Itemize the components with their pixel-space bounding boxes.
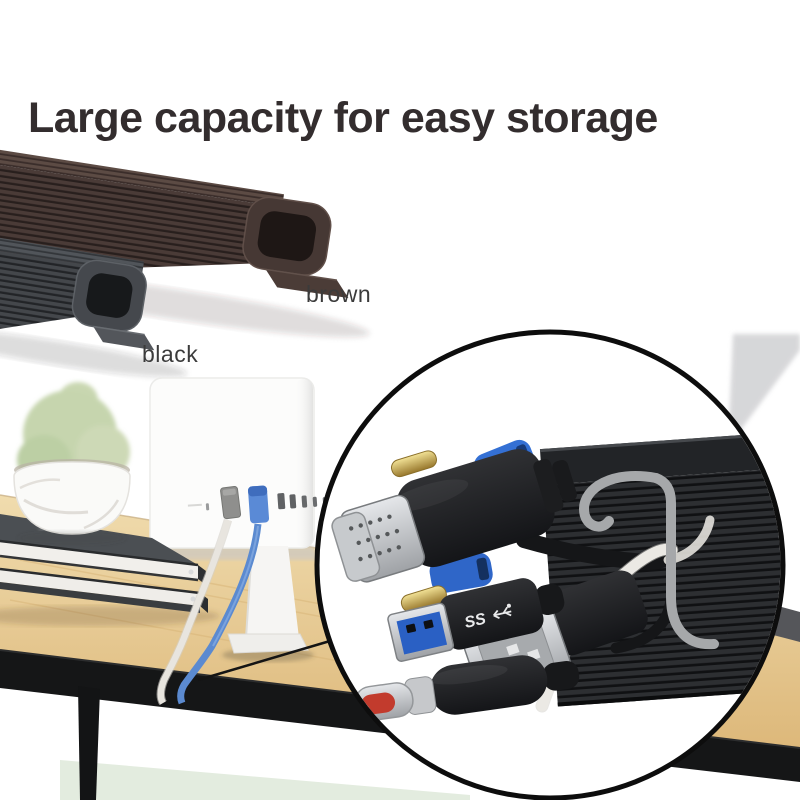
white-cable [157,519,232,705]
potted-plant [13,382,131,545]
monitor-back [149,377,336,662]
brown-organizer-front [0,164,263,274]
usb-superspeed-logo: SS [463,603,512,632]
book-top-pages [0,541,198,579]
usb-blue-plug [248,485,270,524]
cable-clip [578,471,719,650]
vga-screw-top [391,450,437,478]
callout-circle: SS [314,329,786,800]
black-organizer-shadow [0,329,188,377]
monitor-housing [149,377,315,549]
brown-organizer-top [0,149,285,208]
black-organizer-base [93,326,155,351]
wall-corner-shadow [727,334,800,470]
brown-organizer-endcap-hollow [257,211,317,262]
hdmi-housing [544,570,648,656]
monitor-stand-foot [227,633,309,654]
callout-leader-line [197,639,331,682]
usb-a-housing [439,578,544,650]
usb-c-connector [354,655,580,722]
floor [60,760,470,800]
inset-organizer-top-band [539,425,781,486]
desk-cables [156,518,262,706]
label-brown: brown [306,281,372,307]
black-organizer [0,235,188,377]
black-organizer-front [0,248,89,334]
callout-circle-outline [314,329,786,800]
brown-organizer-base [265,269,349,298]
monitor-stand [246,546,299,638]
power-connector [220,485,242,520]
monitor-ports [187,493,336,511]
vga-connector [331,449,577,613]
book-bottom-cover [0,582,200,613]
usb-a-tongue [396,611,448,655]
desk-leg [78,686,100,800]
svg-text:SS: SS [463,610,488,631]
label-black: black [142,341,199,367]
vga-pins [348,514,401,562]
page-title: Large capacity for easy storage [28,94,658,142]
black-organizer-endcap-hollow [86,273,133,318]
vga-housing [396,449,555,568]
book-bottom-pages [0,569,200,606]
usb-a-connector: SS [387,578,565,662]
usb-c-body [429,655,548,715]
